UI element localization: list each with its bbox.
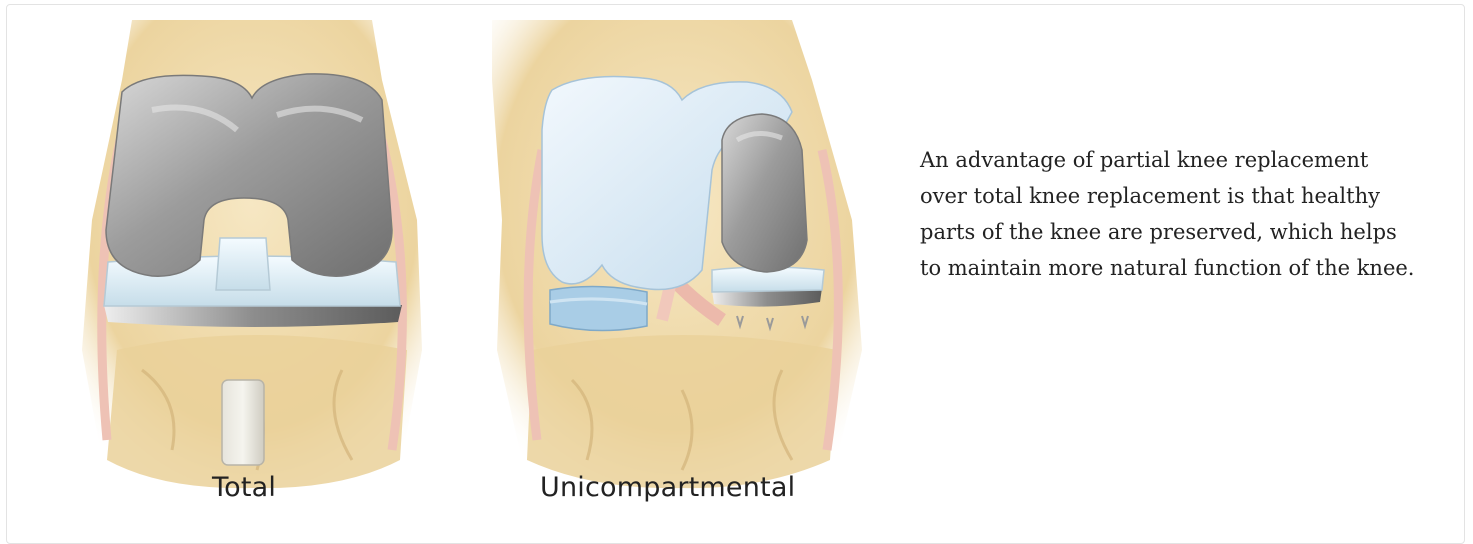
knee-illustration-graphic: [22, 20, 878, 522]
knee-replacement-illustration: Total Unicompartmental: [22, 20, 878, 522]
description-paragraph: An advantage of partial knee replacement…: [920, 142, 1420, 286]
unicompartmental-label: Unicompartmental: [540, 472, 795, 503]
total-label: Total: [212, 472, 276, 503]
total-knee-graphic: [82, 20, 422, 488]
unicompartmental-knee-graphic: [492, 20, 862, 488]
